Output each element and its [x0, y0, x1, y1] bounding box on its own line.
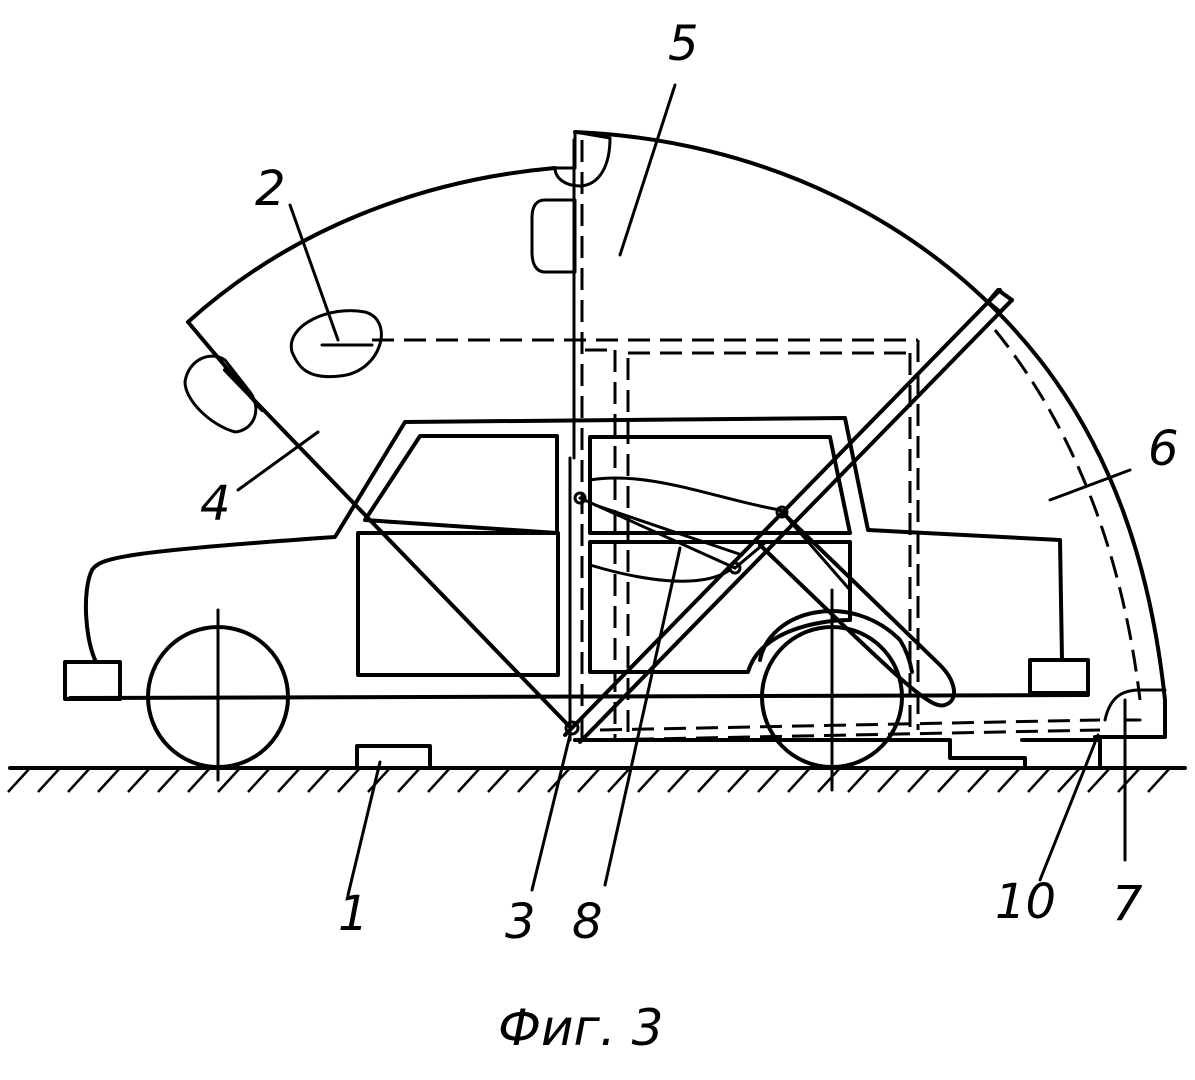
figure-caption: Фиг. 3 — [498, 999, 663, 1057]
ground-hatch — [577, 767, 601, 793]
ground-hatch — [607, 767, 631, 793]
ground-hatch — [937, 767, 961, 793]
label-1: 1 — [338, 886, 369, 942]
ground-hatch — [127, 767, 151, 793]
ground — [7, 766, 1187, 793]
label-2: 2 — [255, 161, 286, 217]
ground-hatch — [367, 767, 391, 793]
ground-hatch — [1147, 767, 1171, 793]
ground-hatch — [97, 767, 121, 793]
label-3: 3 — [505, 894, 536, 950]
leader-lines — [236, 83, 1132, 897]
label-10: 10 — [995, 874, 1056, 930]
ground-hatch — [487, 767, 511, 793]
ground-hatch — [247, 767, 271, 793]
ground-hatch — [697, 767, 721, 793]
ground-hatch — [67, 767, 91, 793]
ground-hatch — [217, 767, 241, 793]
ground-hatch — [787, 767, 811, 793]
ground-hatch — [877, 767, 901, 793]
ground-hatch — [907, 767, 931, 793]
ground-hatch — [847, 767, 871, 793]
ground-hatch — [427, 767, 451, 793]
ground-hatch — [967, 767, 991, 793]
ground-hatch — [187, 767, 211, 793]
ground-hatch — [307, 767, 331, 793]
label-4: 4 — [200, 476, 231, 532]
linkage-mechanism — [223, 288, 1014, 744]
label-7: 7 — [1112, 876, 1143, 932]
label-6: 6 — [1148, 421, 1179, 477]
ground-hatch — [157, 767, 181, 793]
ground-hatch — [727, 767, 751, 793]
ground-hatch — [517, 767, 541, 793]
ground-hatch — [7, 767, 31, 793]
ground-hatch — [337, 767, 361, 793]
ground-hatch — [757, 767, 781, 793]
ground-hatch — [667, 767, 691, 793]
ground-hatch — [1057, 767, 1081, 793]
label-5: 5 — [668, 16, 699, 72]
ground-hatch — [397, 767, 421, 793]
section-5-wall — [372, 138, 1101, 742]
ground-hatch — [997, 767, 1021, 793]
ground-hatch — [457, 767, 481, 793]
label-8: 8 — [572, 894, 603, 950]
ground-hatch — [1087, 767, 1111, 793]
ground-hatch — [817, 767, 841, 793]
reference-labels: 1 2 3 4 5 6 7 8 10 — [200, 16, 1179, 950]
ground-hatch — [1117, 767, 1141, 793]
ground-hatch — [37, 767, 61, 793]
ground-hatch — [1027, 767, 1051, 793]
shelter-shell — [183, 130, 1167, 739]
ground-hatch — [277, 767, 301, 793]
ground-hatch — [637, 767, 661, 793]
